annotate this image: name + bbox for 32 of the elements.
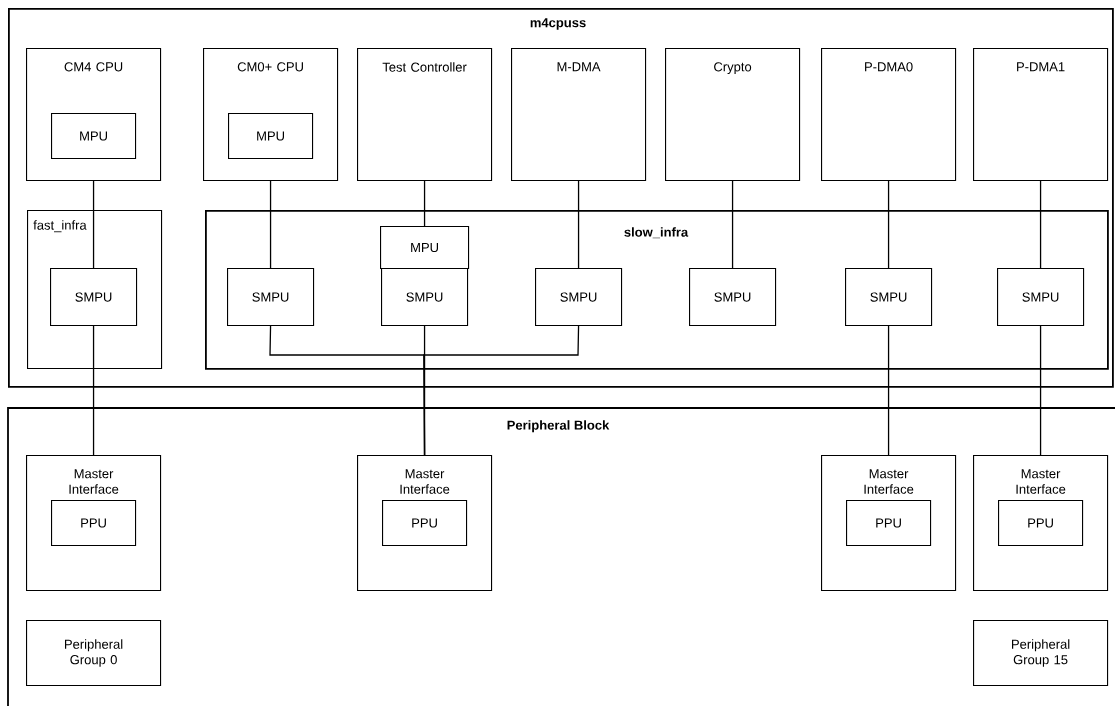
unit-box: MPU xyxy=(51,113,137,160)
connector-line xyxy=(731,180,734,269)
unit-box: SMPU xyxy=(535,268,623,327)
block-box: Crypto xyxy=(665,48,801,182)
connector-line xyxy=(887,325,890,456)
unit-box: MPU xyxy=(228,113,314,160)
unit-box: MPU xyxy=(380,226,470,270)
connector-line xyxy=(92,180,95,269)
unit-box: PPU xyxy=(846,500,932,547)
group-box: Peripheral Group 15 xyxy=(973,620,1109,687)
unit-box: SMPU xyxy=(997,268,1085,327)
connector-line xyxy=(92,325,95,456)
unit-box: SMPU xyxy=(689,268,777,327)
unit-box: PPU xyxy=(998,500,1084,547)
unit-box: SMPU xyxy=(381,268,469,327)
group-box: Peripheral Group 0 xyxy=(26,620,162,687)
connector-line xyxy=(423,325,580,456)
connector-line xyxy=(577,180,580,269)
block-box: Test Controller xyxy=(357,48,493,182)
unit-box: SMPU xyxy=(845,268,933,327)
connector-line xyxy=(1039,180,1042,269)
connector-line xyxy=(887,180,890,269)
connector-line xyxy=(423,180,426,227)
unit-box: PPU xyxy=(51,500,137,547)
block-box: P-DMA0 xyxy=(821,48,957,182)
unit-box: PPU xyxy=(382,500,468,547)
unit-box: SMPU xyxy=(227,268,315,327)
unit-box: SMPU xyxy=(50,268,138,327)
connector-line xyxy=(1039,325,1042,456)
connector-line xyxy=(269,180,272,269)
block-box: P-DMA1 xyxy=(973,48,1109,182)
block-box: M-DMA xyxy=(511,48,647,182)
